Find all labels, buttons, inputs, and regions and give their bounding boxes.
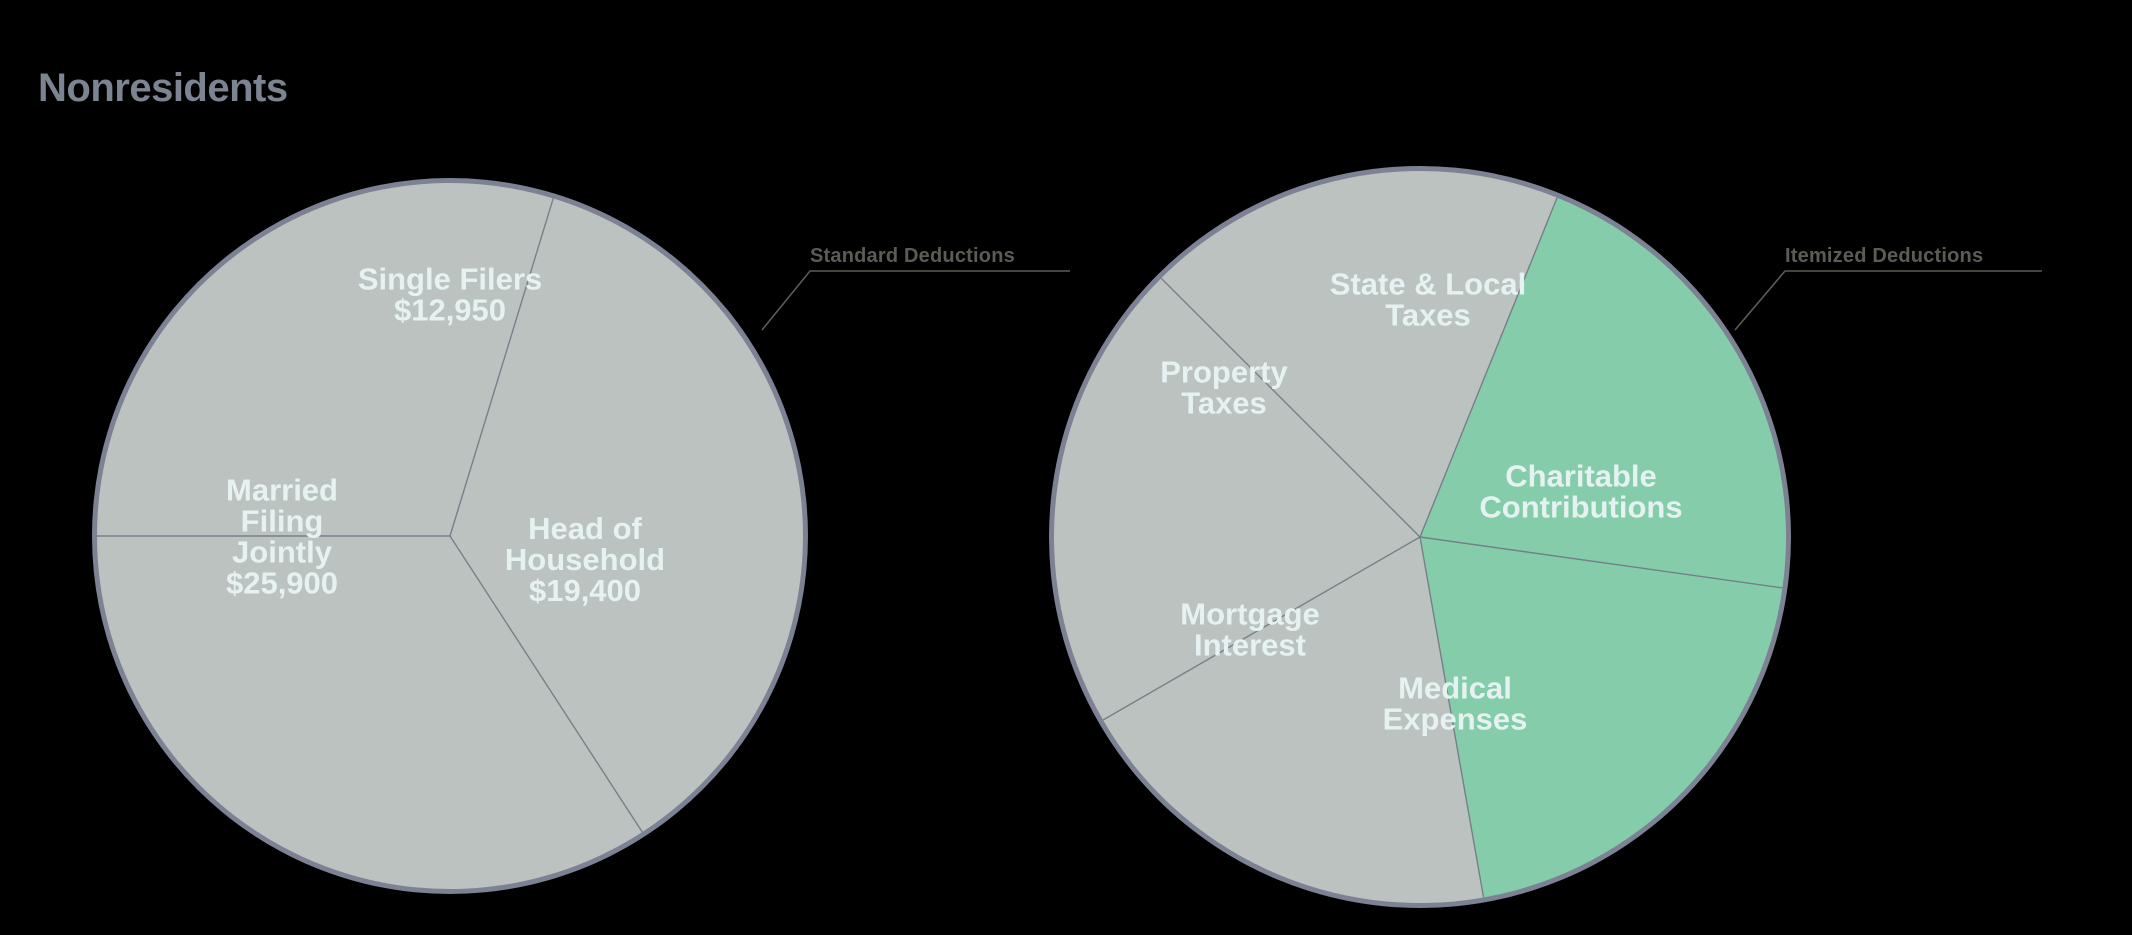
pie-slice-label: Single Filers$12,950 [358,262,542,328]
pie-slice-divider [1102,536,1421,721]
pie-slice[interactable] [1103,537,1484,903]
pie-slice-divider [1160,277,1421,538]
annotations-group: Standard Deductions Itemized Deductions [761,245,2042,331]
pie-slice-divider [1419,536,1783,589]
pie-slice[interactable] [450,198,804,833]
pie-slice[interactable] [1054,278,1420,720]
pie-slice-divider [1419,197,1558,538]
pie-slice-divider [1419,536,1485,898]
page-title: Nonresidents [38,66,288,110]
annotation-leader-line-left [761,270,1070,331]
pie-slice[interactable] [1420,537,1783,898]
pie-slice-divider [449,535,643,833]
pie-slice[interactable] [1420,197,1786,588]
pie-slice[interactable] [1161,171,1558,538]
pie-slice[interactable] [97,183,554,536]
pie-slice-divider [449,198,554,537]
annotation-label-left: Standard Deductions [810,245,1015,267]
annotation-label-right: Itemized Deductions [1785,245,1983,267]
pie-slice[interactable] [97,536,643,890]
annotation-leader-line-right [1734,270,2042,331]
